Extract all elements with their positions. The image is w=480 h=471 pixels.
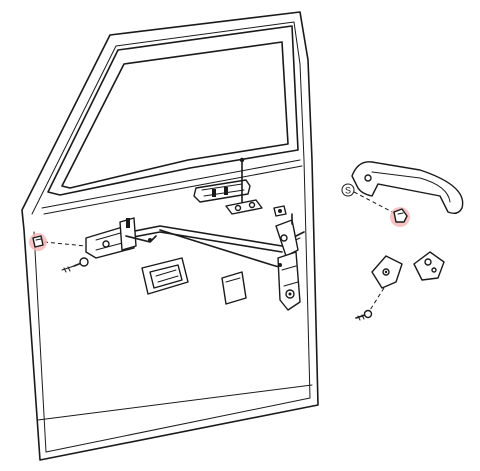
outside-pull-handle — [351, 161, 464, 215]
clip-nut — [273, 205, 287, 217]
striker-plate — [369, 255, 403, 311]
highlighted-clip-left — [29, 233, 47, 251]
screw-left — [61, 257, 89, 273]
highlighted-clip-right — [390, 207, 410, 227]
door-lock-assembly — [275, 213, 305, 311]
screw-right — [355, 309, 373, 321]
lock-lever — [225, 199, 263, 215]
door-panel — [21, 11, 319, 461]
lock-knob-cover — [221, 271, 247, 305]
leader-line-left — [43, 241, 87, 247]
striker-bracket — [413, 251, 445, 281]
remote-control-assembly — [85, 217, 157, 259]
callout-s: S — [341, 183, 397, 215]
handle-bezel — [141, 257, 189, 295]
callout-s-label: S — [345, 186, 351, 196]
inside-handle-assembly — [193, 157, 251, 206]
